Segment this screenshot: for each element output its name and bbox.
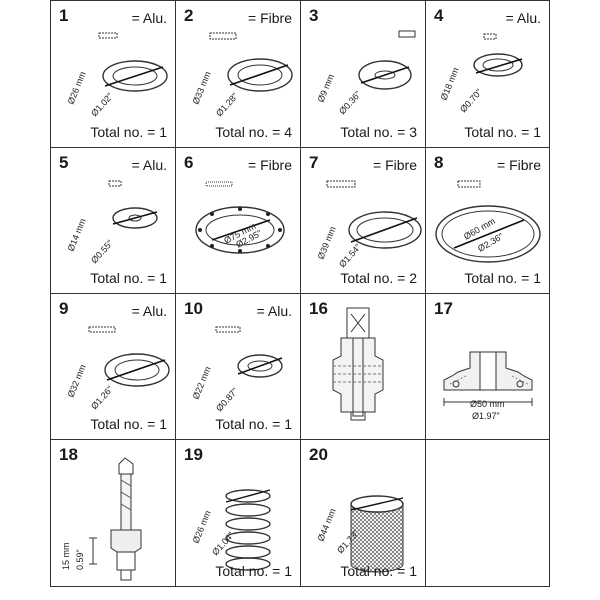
part-cell-20: 20 Ø44 mm Ø1.73" Total no. = 1 [300,439,426,587]
part-cell-8: 8 = Fibre Ø60 mm Ø2.36" Total no. = 1 [425,147,550,294]
length-inch: 0.59" [75,549,85,570]
part-number: 16 [309,299,328,318]
total-count: Total no. = 1 [340,563,417,579]
diameter-inch: Ø0.87" [214,386,240,413]
spring-drawing: Ø26 mm Ø1.04" [191,489,271,571]
part-cell-7: 7 = Fibre Ø39 mm Ø1.54" Total no. = 2 [300,147,426,294]
total-count: Total no. = 1 [90,416,167,432]
material-label: = Alu. [131,303,167,319]
material-label: = Fibre [373,157,417,173]
part-cell-5: 5 = Alu. Ø14 mm Ø0.55" Total no. = 1 [50,147,176,294]
part-number: 6 [184,153,194,172]
washer-drawing: Ø22 mm Ø0.87" [191,326,283,413]
part-number: 18 [59,445,78,464]
part-cell-2: 2 = Fibre Ø33 mm Ø1.28" Total no. = 4 [175,0,301,148]
part-cell-16: 16 [300,293,426,440]
total-count: Total no. = 3 [340,124,417,140]
part-number: 8 [434,153,444,172]
material-label: = Alu. [505,10,541,26]
part-number: 4 [434,6,444,25]
part-cell-9: 9 = Alu. Ø32 mm Ø1.26" Total no. = 1 [50,293,176,440]
part-number: 2 [184,6,194,25]
diameter-inch: Ø1.02" [89,91,115,118]
diameter-inch: Ø1.97" [472,411,500,421]
material-label: = Fibre [248,157,292,173]
cap-drawing: Ø50 mm Ø1.97" [443,351,533,421]
diameter-inch: Ø0.36" [337,89,363,116]
material-label: = Alu. [131,10,167,26]
washer-drawing: Ø32 mm Ø1.26" [66,326,170,411]
part-cell-1: 1 = Alu. Ø26 mm Ø1.02" Total no. = 1 [50,0,176,148]
part-cell-17: 17 Ø50 mm Ø1.97" [425,293,550,440]
valve-insert-drawing [332,307,384,421]
washer-drawing: Ø18 mm Ø0.70" [439,33,523,114]
material-label: = Fibre [248,10,292,26]
material-label: = Alu. [256,303,292,319]
part-number: 19 [184,445,203,464]
diameter-inch: Ø1.28" [214,91,240,118]
diameter-inch: Ø0.70" [458,87,484,114]
length-mm: 15 mm [61,542,71,570]
part-cell-6: 6 = Fibre Ø75 mm Ø2.95" [175,147,301,294]
part-number: 3 [309,6,319,25]
diameter-inch: Ø0.55" [89,238,115,265]
material-label: = Alu. [131,157,167,173]
total-count: Total no. = 2 [340,270,417,286]
part-number: 20 [309,445,328,464]
washer-drawing: Ø39 mm Ø1.54" [316,180,422,269]
gasket-drawing: Ø75 mm Ø2.95" [195,181,285,254]
diameter-mm: Ø39 mm [316,225,338,261]
diameter-inch: Ø1.04" [210,530,236,557]
diameter-inch: Ø1.26" [89,384,115,411]
total-count: Total no. = 1 [464,124,541,140]
diameter-mm: Ø14 mm [66,217,88,253]
diameter-mm: Ø18 mm [439,66,461,102]
diameter-mm: Ø26 mm [66,70,88,106]
part-number: 9 [59,299,69,318]
parts-grid: 1 = Alu. Ø26 mm Ø1.02" Total no. = 1 2 =… [50,0,550,587]
part-cell-3: 3 Ø9 mm Ø0.36" Total no. = 3 [300,0,426,148]
part-cell-10: 10 = Alu. Ø22 mm Ø0.87" Total no. = 1 [175,293,301,440]
diameter-mm: Ø32 mm [66,363,88,399]
strainer-drawing: Ø44 mm Ø1.73" [316,495,404,573]
part-cell-18: 18 15 mm 0.59" [50,439,176,587]
part-cell-4: 4 = Alu. Ø18 mm Ø0.70" Total no. = 1 [425,0,550,148]
washer-drawing: Ø26 mm Ø1.02" [66,32,168,118]
material-label: = Fibre [497,157,541,173]
total-count: Total no. = 4 [215,124,292,140]
diameter-mm: Ø44 mm [316,507,338,543]
diameter-mm: Ø9 mm [316,73,336,104]
part-number: 1 [59,6,69,25]
empty-cell [425,439,550,587]
diameter-mm: Ø50 mm [470,399,505,409]
total-count: Total no. = 1 [215,563,292,579]
diameter-mm: Ø33 mm [191,70,213,106]
part-number: 7 [309,153,319,172]
total-count: Total no. = 1 [90,270,167,286]
diameter-inch: Ø1.54" [337,242,363,269]
diameter-mm: Ø26 mm [191,509,213,545]
washer-drawing: Ø14 mm Ø0.55" [66,180,158,265]
part-number: 10 [184,299,203,318]
spindle-drawing: 15 mm 0.59" [61,457,142,581]
washer-drawing: Ø60 mm Ø2.36" [435,180,541,263]
total-count: Total no. = 1 [215,416,292,432]
diameter-mm: Ø22 mm [191,365,213,401]
part-number: 17 [434,299,453,318]
total-count: Total no. = 1 [90,124,167,140]
part-number: 5 [59,153,69,172]
washer-drawing: Ø9 mm Ø0.36" [316,30,416,116]
washer-drawing: Ø33 mm Ø1.28" [191,32,293,118]
total-count: Total no. = 1 [464,270,541,286]
part-cell-19: 19 Ø26 mm Ø1.04" Total no. = 1 [175,439,301,587]
diameter-inch: Ø2.36" [476,231,505,254]
